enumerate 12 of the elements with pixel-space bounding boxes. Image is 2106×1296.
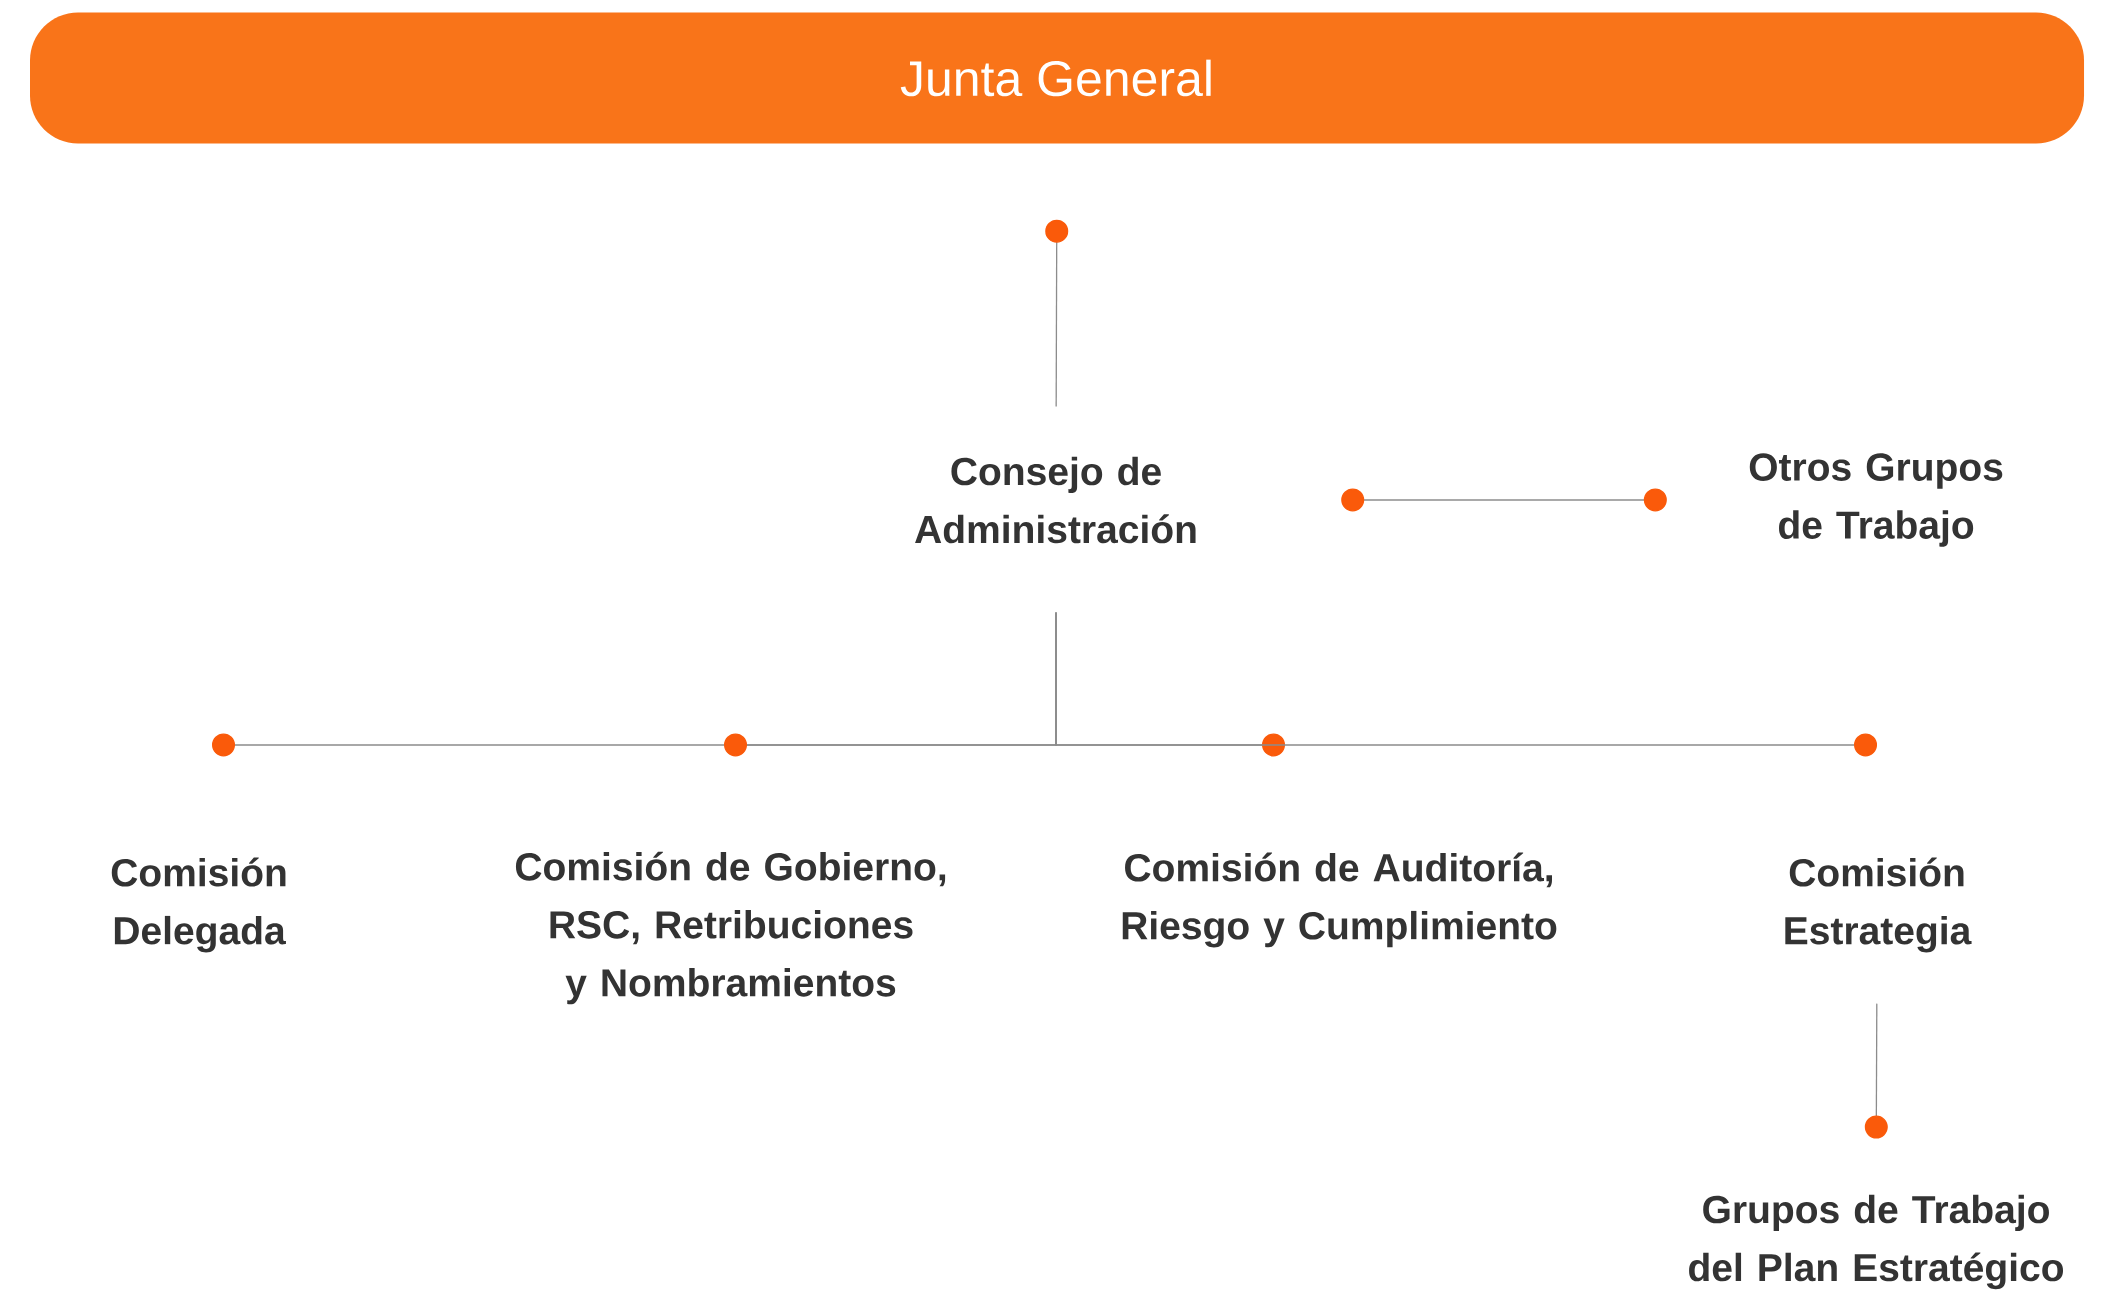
node-label: Comisión de Auditoría, Riesgo y Cumplimiento	[1122, 852, 1557, 948]
node-label: Otros Grupos de Trabajo	[1749, 453, 2003, 547]
connector-line	[1045, 219, 1069, 408]
node-label: Consejo de Administración	[915, 456, 1196, 544]
connector-line	[1864, 1003, 1888, 1139]
connector-line	[1341, 488, 1667, 512]
node-label: Comisión de Gobierno, RSC, Retribuciones y Nombramientos	[515, 851, 946, 1005]
node-label: Comisión Delegada	[111, 857, 286, 953]
connector-line	[1055, 611, 1877, 757]
header-bar: Junta General	[30, 12, 2085, 144]
node-label: Comisión Estrategia	[1785, 857, 1972, 953]
node-label: Grupos de Trabajo del Plan Estratégico	[1689, 1194, 2064, 1290]
